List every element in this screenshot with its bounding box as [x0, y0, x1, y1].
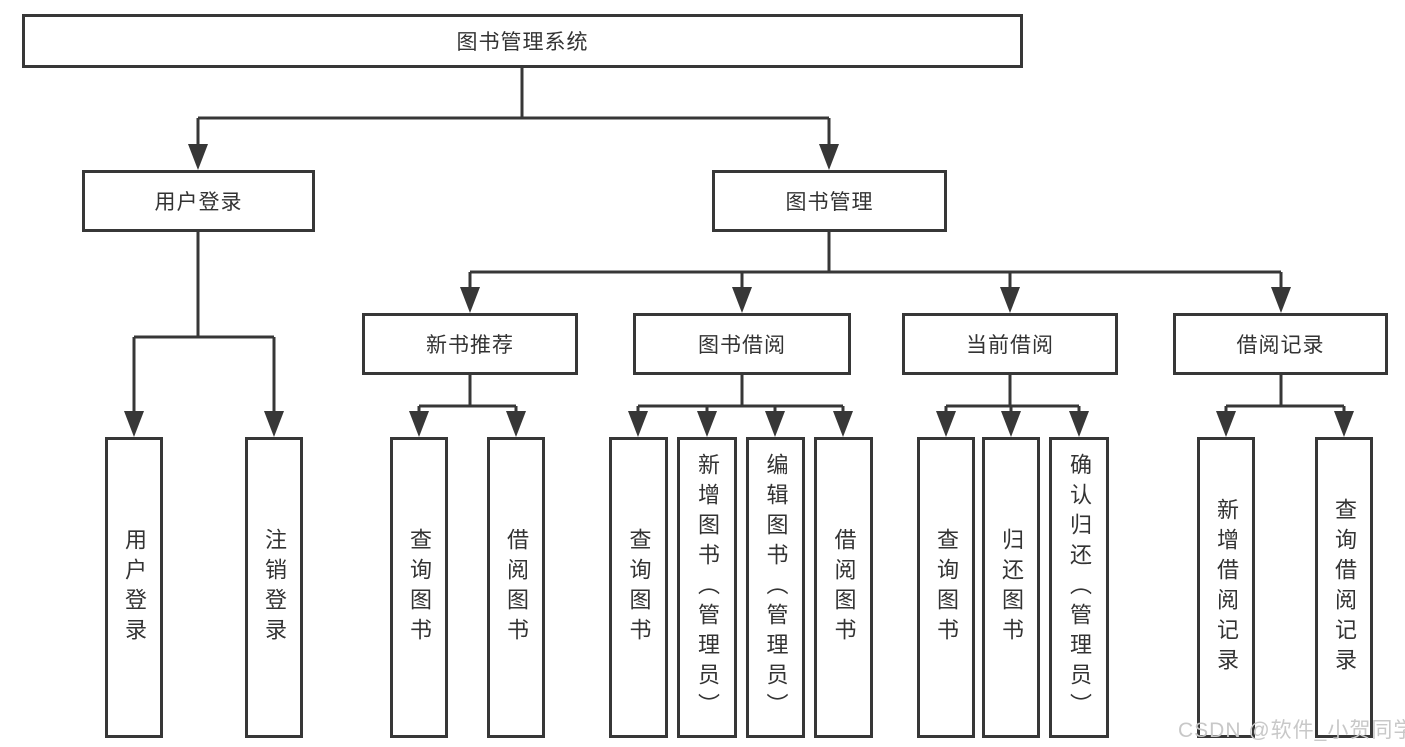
connector-newbook-to-leaves [417, 375, 518, 433]
leaf-user-login: 用户登录 [105, 437, 163, 738]
leaf-borrow-books-borrow: 借阅图书 [814, 437, 873, 738]
leaf-query-borrow-record: 查询借阅记录 [1315, 437, 1373, 738]
node-new-book-recommend: 新书推荐 [362, 313, 578, 375]
connector-user-login-to-leaves [132, 232, 276, 433]
node-library-management-system: 图书管理系统 [22, 14, 1023, 68]
node-book-management: 图书管理 [712, 170, 947, 232]
csdn-watermark: CSDN @软件_小贺同学 [1178, 719, 1405, 742]
connector-book-mgmt-to-level3 [468, 232, 1283, 309]
leaf-query-books-borrow: 查询图书 [609, 437, 668, 738]
leaf-borrow-books-newbook: 借阅图书 [487, 437, 545, 738]
leaf-return-books: 归还图书 [982, 437, 1040, 738]
leaf-edit-books-admin: 编辑图书（管理员） [746, 437, 805, 738]
leaf-query-books-current: 查询图书 [917, 437, 975, 738]
node-current-borrow: 当前借阅 [902, 313, 1118, 375]
arrow-heads [124, 144, 1354, 437]
connector-borrow-to-leaves [636, 375, 845, 433]
leaf-add-borrow-record: 新增借阅记录 [1197, 437, 1255, 738]
node-user-login: 用户登录 [82, 170, 315, 232]
node-book-borrow: 图书借阅 [633, 313, 851, 375]
connector-record-to-leaves [1224, 375, 1346, 433]
connector-root-to-level2 [196, 68, 831, 166]
leaf-query-books-newbook: 查询图书 [390, 437, 448, 738]
node-borrow-record: 借阅记录 [1173, 313, 1388, 375]
leaf-add-books-admin: 新增图书（管理员） [677, 437, 737, 738]
leaf-confirm-return-admin: 确认归还（管理员） [1049, 437, 1109, 738]
leaf-logout: 注销登录 [245, 437, 303, 738]
